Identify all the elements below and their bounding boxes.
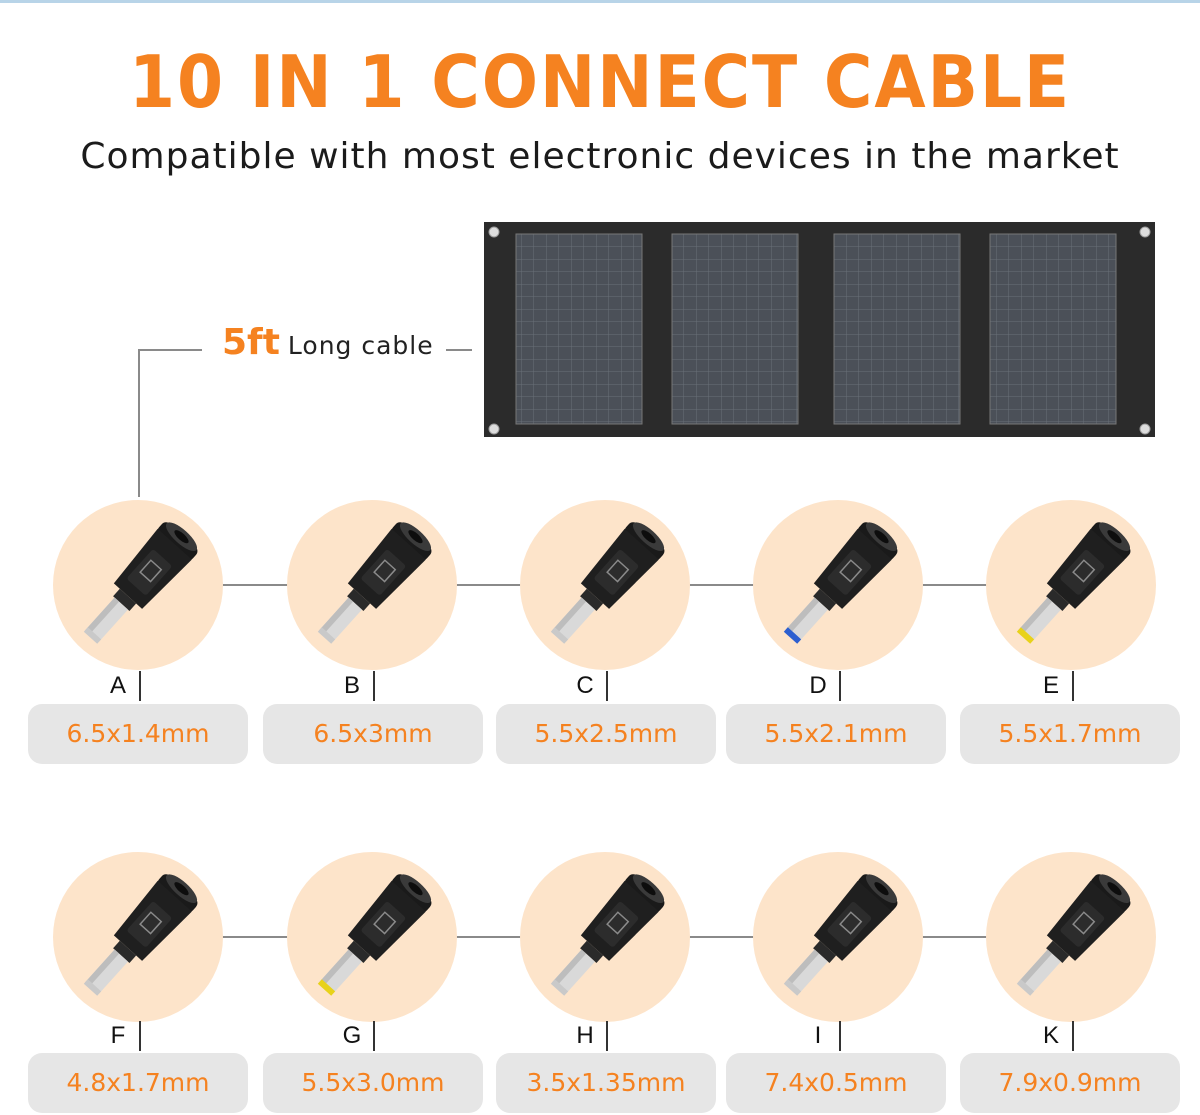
- connector-k-image: [986, 852, 1156, 1022]
- cable-line-vertical: [138, 349, 140, 497]
- dc-plug-icon: [783, 522, 898, 644]
- dc-plug-icon: [1016, 522, 1131, 644]
- connector-a-letter: A: [109, 672, 126, 699]
- connector-g-tick: [373, 1021, 375, 1051]
- connector-i-tick: [839, 1021, 841, 1051]
- cable-length: 5ft: [222, 322, 280, 363]
- top-divider: [0, 0, 1200, 3]
- connector-b-tick: [373, 671, 375, 701]
- connector-k-tick: [1072, 1021, 1074, 1051]
- connector-h-image: [520, 852, 690, 1022]
- row1-link-1: [220, 584, 290, 586]
- dc-plug-icon: [83, 522, 198, 644]
- connector-a-image: [53, 500, 223, 670]
- connector-c-letter: C: [576, 672, 594, 699]
- dc-plug-icon: [83, 874, 198, 996]
- connector-a-size: 6.5x1.4mm: [28, 704, 248, 764]
- connector-f-tick: [139, 1021, 141, 1051]
- dc-plug-icon: [550, 874, 665, 996]
- connector-c-size: 5.5x2.5mm: [496, 704, 716, 764]
- connector-d-size: 5.5x2.1mm: [726, 704, 946, 764]
- row2-link-2: [454, 936, 524, 938]
- connector-e-tick: [1072, 671, 1074, 701]
- connector-f-letter: F: [110, 1022, 126, 1049]
- connector-e-image: [986, 500, 1156, 670]
- connector-i-size: 7.4x0.5mm: [726, 1053, 946, 1113]
- dc-plug-icon: [1016, 874, 1131, 996]
- connector-i-letter: I: [814, 1022, 822, 1049]
- cable-line-to-panel: [446, 349, 472, 351]
- connector-d-tick: [839, 671, 841, 701]
- connector-h-tick: [606, 1021, 608, 1051]
- connector-b-size: 6.5x3mm: [263, 704, 483, 764]
- cable-line-top: [138, 349, 202, 351]
- connector-a-tick: [139, 671, 141, 701]
- page-subtitle: Compatible with most electronic devices …: [80, 136, 1120, 177]
- solar-panel-graphic: [484, 222, 1155, 437]
- solar-panel: [484, 222, 1155, 437]
- connector-g-size: 5.5x3.0mm: [263, 1053, 483, 1113]
- connector-k-letter: K: [1042, 1022, 1059, 1049]
- dc-plug-icon: [317, 522, 432, 644]
- connector-f-size: 4.8x1.7mm: [28, 1053, 248, 1113]
- page-title: 10 IN 1 CONNECT CABLE: [129, 40, 1071, 124]
- dc-plug-icon: [317, 874, 432, 996]
- connector-g-letter: G: [342, 1022, 362, 1049]
- connector-b-letter: B: [343, 672, 360, 699]
- dc-plug-icon: [550, 522, 665, 644]
- connector-h-size: 3.5x1.35mm: [496, 1053, 716, 1113]
- connector-g-image: [287, 852, 457, 1022]
- connector-e-size: 5.5x1.7mm: [960, 704, 1180, 764]
- cable-description: Long cable: [287, 331, 434, 360]
- row2-link-3: [686, 936, 756, 938]
- row2-link-1: [220, 936, 290, 938]
- row1-link-3: [686, 584, 756, 586]
- connector-b-image: [287, 500, 457, 670]
- row1-link-2: [454, 584, 524, 586]
- row1-link-4: [920, 584, 990, 586]
- row2-link-4: [920, 936, 990, 938]
- connector-e-letter: E: [1042, 672, 1059, 699]
- connector-k-size: 7.9x0.9mm: [960, 1053, 1180, 1113]
- connector-f-image: [53, 852, 223, 1022]
- connector-c-tick: [606, 671, 608, 701]
- connector-d-letter: D: [809, 672, 827, 699]
- connector-i-image: [753, 852, 923, 1022]
- connector-c-image: [520, 500, 690, 670]
- connector-d-image: [753, 500, 923, 670]
- dc-plug-icon: [783, 874, 898, 996]
- connector-h-letter: H: [576, 1022, 594, 1049]
